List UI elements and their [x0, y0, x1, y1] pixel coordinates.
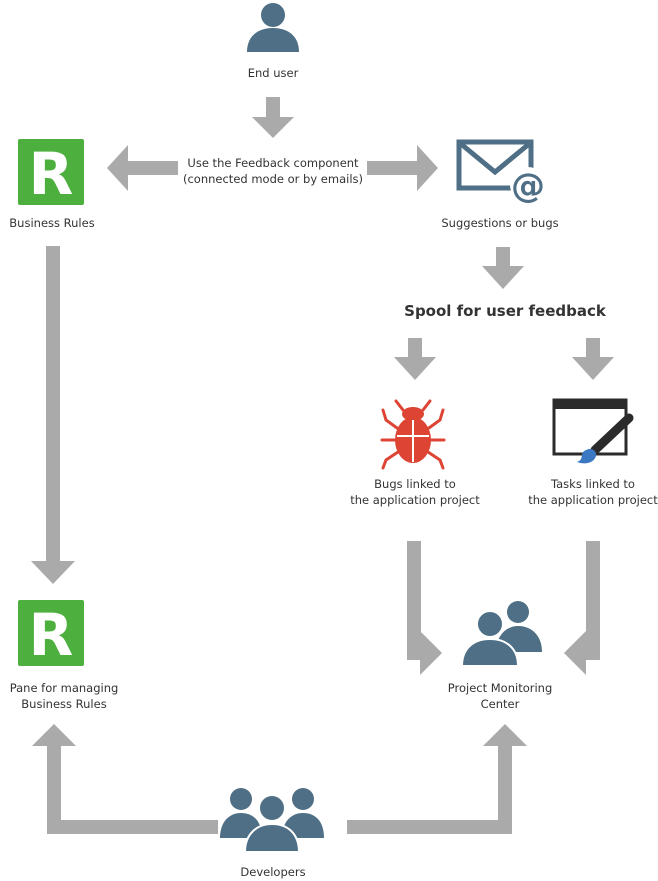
arrow-developers-monitoring: [347, 724, 527, 834]
pane-label: Pane for managing Business Rules: [9, 681, 119, 711]
arrow-spool-bugs: [394, 338, 436, 380]
two-users-icon: [460, 601, 542, 667]
three-users-icon: [220, 788, 324, 853]
suggestions-label: Suggestions or bugs: [441, 216, 559, 230]
arrows: [31, 97, 614, 834]
arrow-suggestions-down: [482, 247, 524, 289]
envelope-at-icon: @: [456, 139, 546, 206]
developers-label: Developers: [240, 865, 306, 879]
arrow-right-suggestions: [367, 145, 438, 191]
arrow-left-business-rules: [107, 145, 178, 191]
svg-text:R: R: [29, 140, 74, 208]
tasks-label: Tasks linked to the application project: [528, 477, 658, 507]
window-brush-icon: [552, 398, 634, 464]
bug-icon: [380, 399, 446, 470]
arrow-developers-pane: [32, 724, 218, 834]
monitoring-label: Project Monitoring Center: [447, 681, 553, 711]
arrow-end-user-down: [252, 97, 294, 138]
end-user-label: End user: [247, 66, 299, 80]
svg-text:@: @: [511, 166, 545, 206]
r-letter-icon: R: [18, 139, 84, 208]
spool-title: Spool for user feedback: [404, 302, 606, 320]
svg-text:R: R: [29, 601, 74, 669]
business-rules-label: Business Rules: [9, 216, 95, 230]
bugs-label: Bugs linked to the application project: [350, 477, 480, 507]
arrow-bugs-monitoring: [407, 541, 442, 675]
arrow-spool-tasks: [572, 338, 614, 380]
user-icon: [247, 3, 299, 52]
arrow-rules-pane: [31, 246, 75, 584]
arrow-tasks-monitoring: [564, 541, 600, 675]
r-letter-icon: R: [18, 600, 84, 669]
feedback-component-label: Use the Feedback component (connected mo…: [182, 156, 363, 186]
